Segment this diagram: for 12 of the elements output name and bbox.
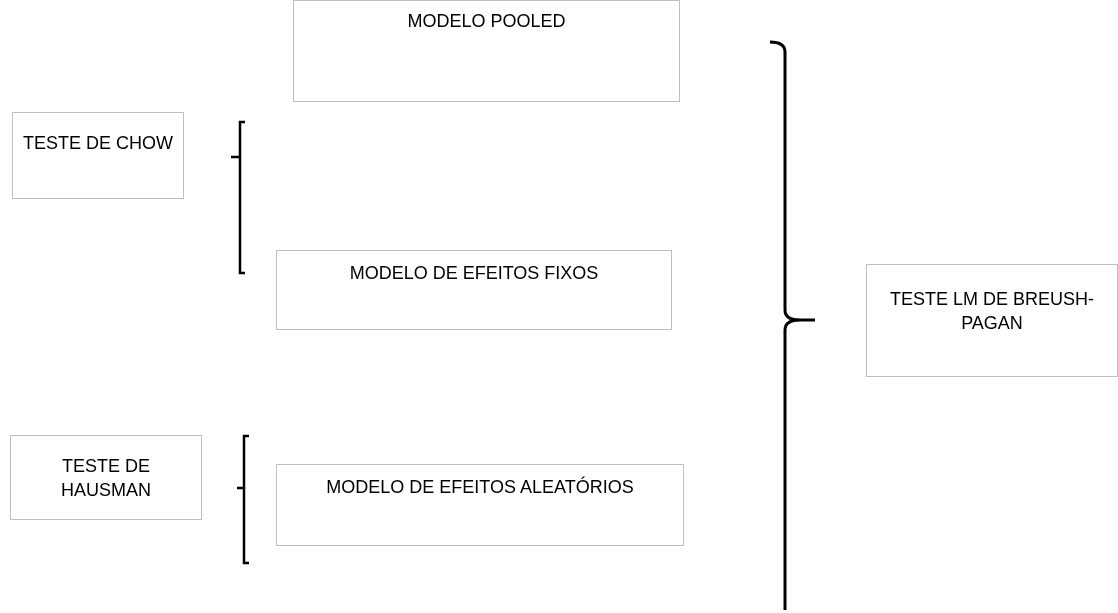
text-box bbox=[866, 264, 1118, 377]
text-box bbox=[276, 250, 672, 330]
box-label: MODELO DE EFEITOS FIXOS bbox=[349, 262, 599, 285]
box-label: TESTE DE CHOW bbox=[23, 132, 173, 155]
text-box bbox=[10, 435, 202, 520]
text-box bbox=[12, 112, 184, 199]
box-label: TESTE LM DE BREUSH-PAGAN bbox=[889, 288, 1095, 335]
box-label: MODELO POOLED bbox=[407, 10, 566, 33]
box-label: MODELO DE EFEITOS ALEATÓRIOS bbox=[326, 475, 634, 499]
text-box bbox=[293, 0, 680, 102]
box-label: TESTE DE HAUSMAN bbox=[60, 455, 152, 502]
text-box bbox=[276, 464, 684, 546]
